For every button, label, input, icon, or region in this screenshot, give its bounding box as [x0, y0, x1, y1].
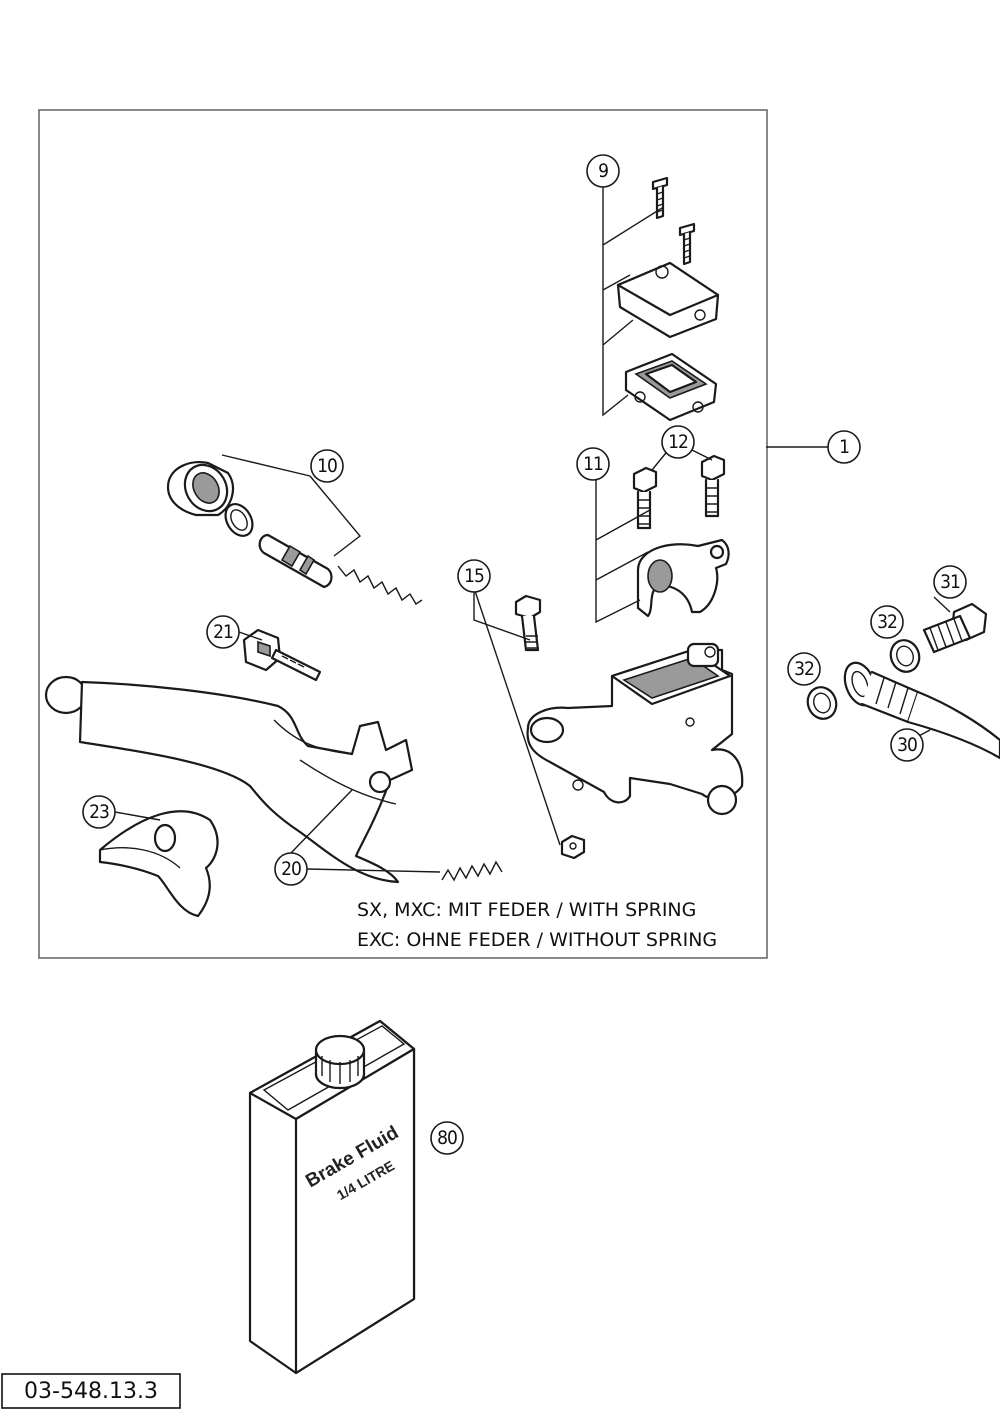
callout-15: 15 [457, 559, 491, 593]
callout-31: 31 [933, 565, 967, 599]
sealing-washer-lower [806, 686, 838, 720]
svg-text:15: 15 [464, 565, 484, 587]
svg-text:20: 20 [281, 858, 301, 880]
assembly-frame [38, 109, 768, 959]
lever-pivot-nut [560, 834, 586, 860]
hand-lever [44, 675, 414, 884]
brake-fluid-can: Brake Fluid 1/4 LITRE [248, 1019, 416, 1375]
svg-text:21: 21 [213, 621, 233, 643]
adjuster-screw [242, 628, 322, 682]
reservoir-cover-screws [651, 176, 696, 266]
reservoir-cap [616, 261, 720, 339]
callout-20: 20 [274, 852, 308, 886]
sealing-washer-upper [889, 639, 921, 673]
callout-1: 1 [827, 430, 861, 464]
clamp-bolts [632, 454, 726, 530]
lever-guard [98, 810, 219, 918]
callout-32-upper: 32 [870, 605, 904, 639]
callout-9: 9 [586, 154, 620, 188]
svg-text:12: 12 [668, 431, 688, 453]
svg-text:31: 31 [940, 571, 960, 593]
callout-12: 12 [661, 425, 695, 459]
svg-text:23: 23 [89, 801, 109, 823]
callout-10: 10 [310, 449, 344, 483]
callout-80: 80 [430, 1121, 464, 1155]
svg-text:32: 32 [794, 658, 814, 680]
lever-spring [441, 860, 503, 882]
svg-text:30: 30 [897, 734, 917, 756]
document-number: 03-548.13.3 [24, 1379, 158, 1404]
spring-note-line-2: EXC: OHNE FEDER / WITHOUT SPRING [357, 929, 717, 951]
master-cylinder-body [526, 642, 744, 816]
lever-pivot-bolt [514, 594, 542, 652]
handlebar-clamp [636, 538, 730, 618]
svg-text:9: 9 [598, 160, 608, 182]
svg-text:1: 1 [839, 436, 849, 458]
svg-text:32: 32 [877, 611, 897, 633]
callout-32-lower: 32 [787, 652, 821, 686]
piston-kit [166, 461, 423, 605]
spring-note-line-1: SX, MXC: MIT FEDER / WITH SPRING [357, 899, 696, 921]
brake-line [843, 661, 1000, 760]
reservoir-diaphragm [624, 352, 718, 422]
document-number-box [1, 1373, 181, 1409]
callout-23: 23 [82, 795, 116, 829]
banjo-bolt [922, 602, 988, 654]
svg-text:10: 10 [317, 455, 337, 477]
svg-text:80: 80 [437, 1127, 457, 1149]
leader-lines [114, 186, 951, 873]
callout-21: 21 [206, 615, 240, 649]
callout-11: 11 [576, 447, 610, 481]
callout-30: 30 [890, 728, 924, 762]
svg-text:11: 11 [583, 453, 603, 475]
